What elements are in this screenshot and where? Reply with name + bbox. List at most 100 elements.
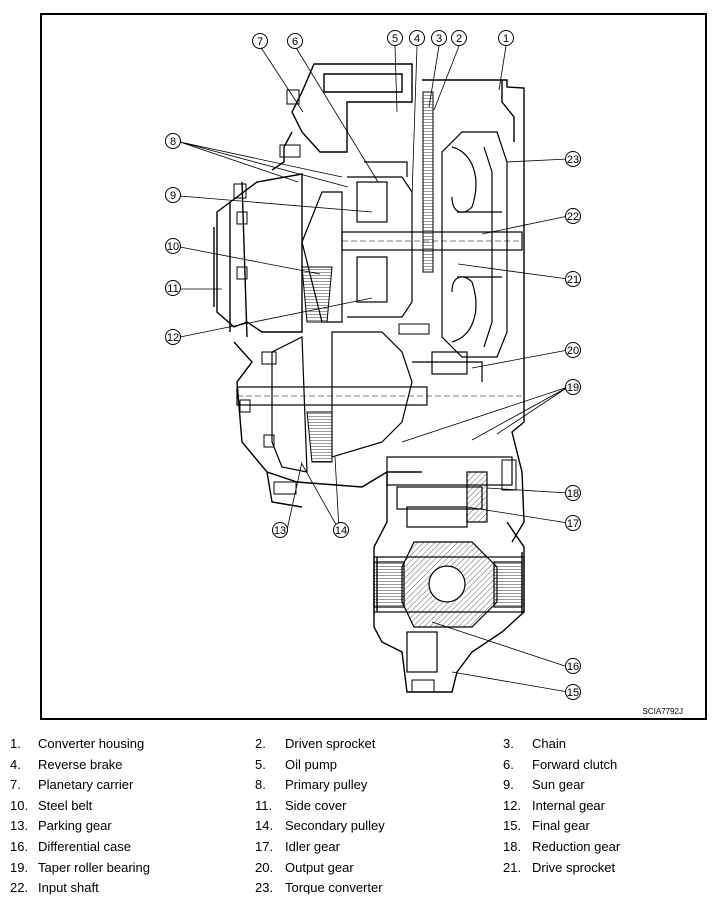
callout-circle [565,342,581,358]
legend-number: 13. [10,818,29,834]
callout-number: 19 [567,382,579,394]
legend-part-name: Oil pump [285,756,338,772]
callout-1: 1 [498,30,514,46]
legend-number: 23. [255,880,274,896]
callout-2: 2 [451,30,467,46]
callout-number: 16 [567,661,579,673]
legend-number: 9. [503,777,514,793]
legend-number: 20. [255,859,274,875]
callout-number: 3 [436,33,442,45]
legend-part-name: Secondary pulley [285,818,385,834]
legend-part-name: Sun gear [532,777,585,793]
callout-10: 10 [165,238,181,254]
callout-number: 7 [257,36,263,48]
callout-circle [431,30,447,46]
legend-number: 16. [10,839,29,854]
callout-circle [565,485,581,501]
legend-part-name: Reduction gear [532,839,621,854]
callout-6: 6 [287,33,303,49]
callout-14: 14 [333,522,349,538]
legend-number: 12. [503,797,522,813]
callout-circle [165,280,181,296]
callout-number: 11 [167,283,178,295]
callout-8: 8 [165,133,181,149]
callout-number: 17 [567,518,579,530]
callout-number: 9 [170,190,176,202]
legend-number: 10. [10,797,29,813]
legend-number: 5. [255,756,266,772]
callout-number: 20 [567,345,579,357]
callout-circle [565,208,581,224]
callout-21: 21 [565,271,581,287]
legend-part-name: Converter housing [38,736,145,751]
callout-circle [165,329,181,345]
callout-circle [565,379,581,395]
legend-part-name: Taper roller bearing [38,859,151,875]
legend-part-name: Driven sprocket [285,736,376,751]
legend-part-name: Input shaft [38,880,99,896]
callout-circle [287,33,303,49]
callout-7: 7 [252,33,268,49]
callout-circle [565,151,581,167]
legend-number: 8. [255,777,266,793]
legend-number: 6. [503,756,514,772]
callout-number: 18 [567,488,579,500]
legend-number: 14. [255,818,274,834]
callout-number: 15 [567,687,579,699]
callout-circle [272,522,288,538]
callout-number: 6 [292,36,298,48]
legend-number: 4. [10,756,21,772]
legend-number: 22. [10,880,29,896]
legend-part-name: Primary pulley [285,777,368,793]
torque-converter-drawing [441,131,508,358]
callout-number: 10 [167,241,179,253]
callout-20: 20 [565,342,581,358]
callout-number: 22 [567,211,579,223]
callout-circle [565,658,581,674]
legend-number: 15. [503,818,522,834]
callout-5: 5 [387,30,403,46]
legend-part-name: Reverse brake [38,756,123,772]
legend-number: 21. [503,859,522,875]
callout-15: 15 [565,684,581,700]
callout-23: 23 [565,151,581,167]
legend-part-name: Output gear [285,859,354,875]
legend-part-name: Final gear [532,818,590,834]
figure-code: SCIA7792J [643,707,683,716]
callout-number: 8 [170,136,176,148]
callout-number: 12 [167,332,179,344]
callout-number: 5 [392,33,398,45]
callout-number: 14 [335,525,347,537]
callout-number: 21 [567,274,579,286]
callout-circle [451,30,467,46]
legend-number: 17. [255,839,274,854]
legend-number: 11. [255,797,273,813]
legend-number: 18. [503,839,522,854]
legend-part-name: Forward clutch [532,756,618,772]
secondary-pulley-drawing [236,331,522,473]
callout-17: 17 [565,515,581,531]
primary-pulley-drawing [301,161,413,323]
legend-part-name: Idler gear [285,839,340,854]
legend-number: 1. [10,736,21,751]
callout-9: 9 [165,187,181,203]
callout-number: 23 [567,154,579,166]
chain-drawing [422,91,434,273]
idler-reduction-gear-drawing [386,456,513,528]
legend-part-name: Steel belt [38,797,93,813]
callout-circle [252,33,268,49]
callout-number: 13 [274,525,286,537]
callout-circle [333,522,349,538]
callout-circle [409,30,425,46]
legend-number: 3. [503,736,514,751]
callout-circle [498,30,514,46]
legend-number: 2. [255,736,266,751]
callout-number: 4 [414,33,420,45]
legend-number: 7. [10,777,21,793]
callout-circle [565,515,581,531]
callout-11: 11 [165,280,181,296]
legend-part-name: Planetary carrier [38,777,134,793]
